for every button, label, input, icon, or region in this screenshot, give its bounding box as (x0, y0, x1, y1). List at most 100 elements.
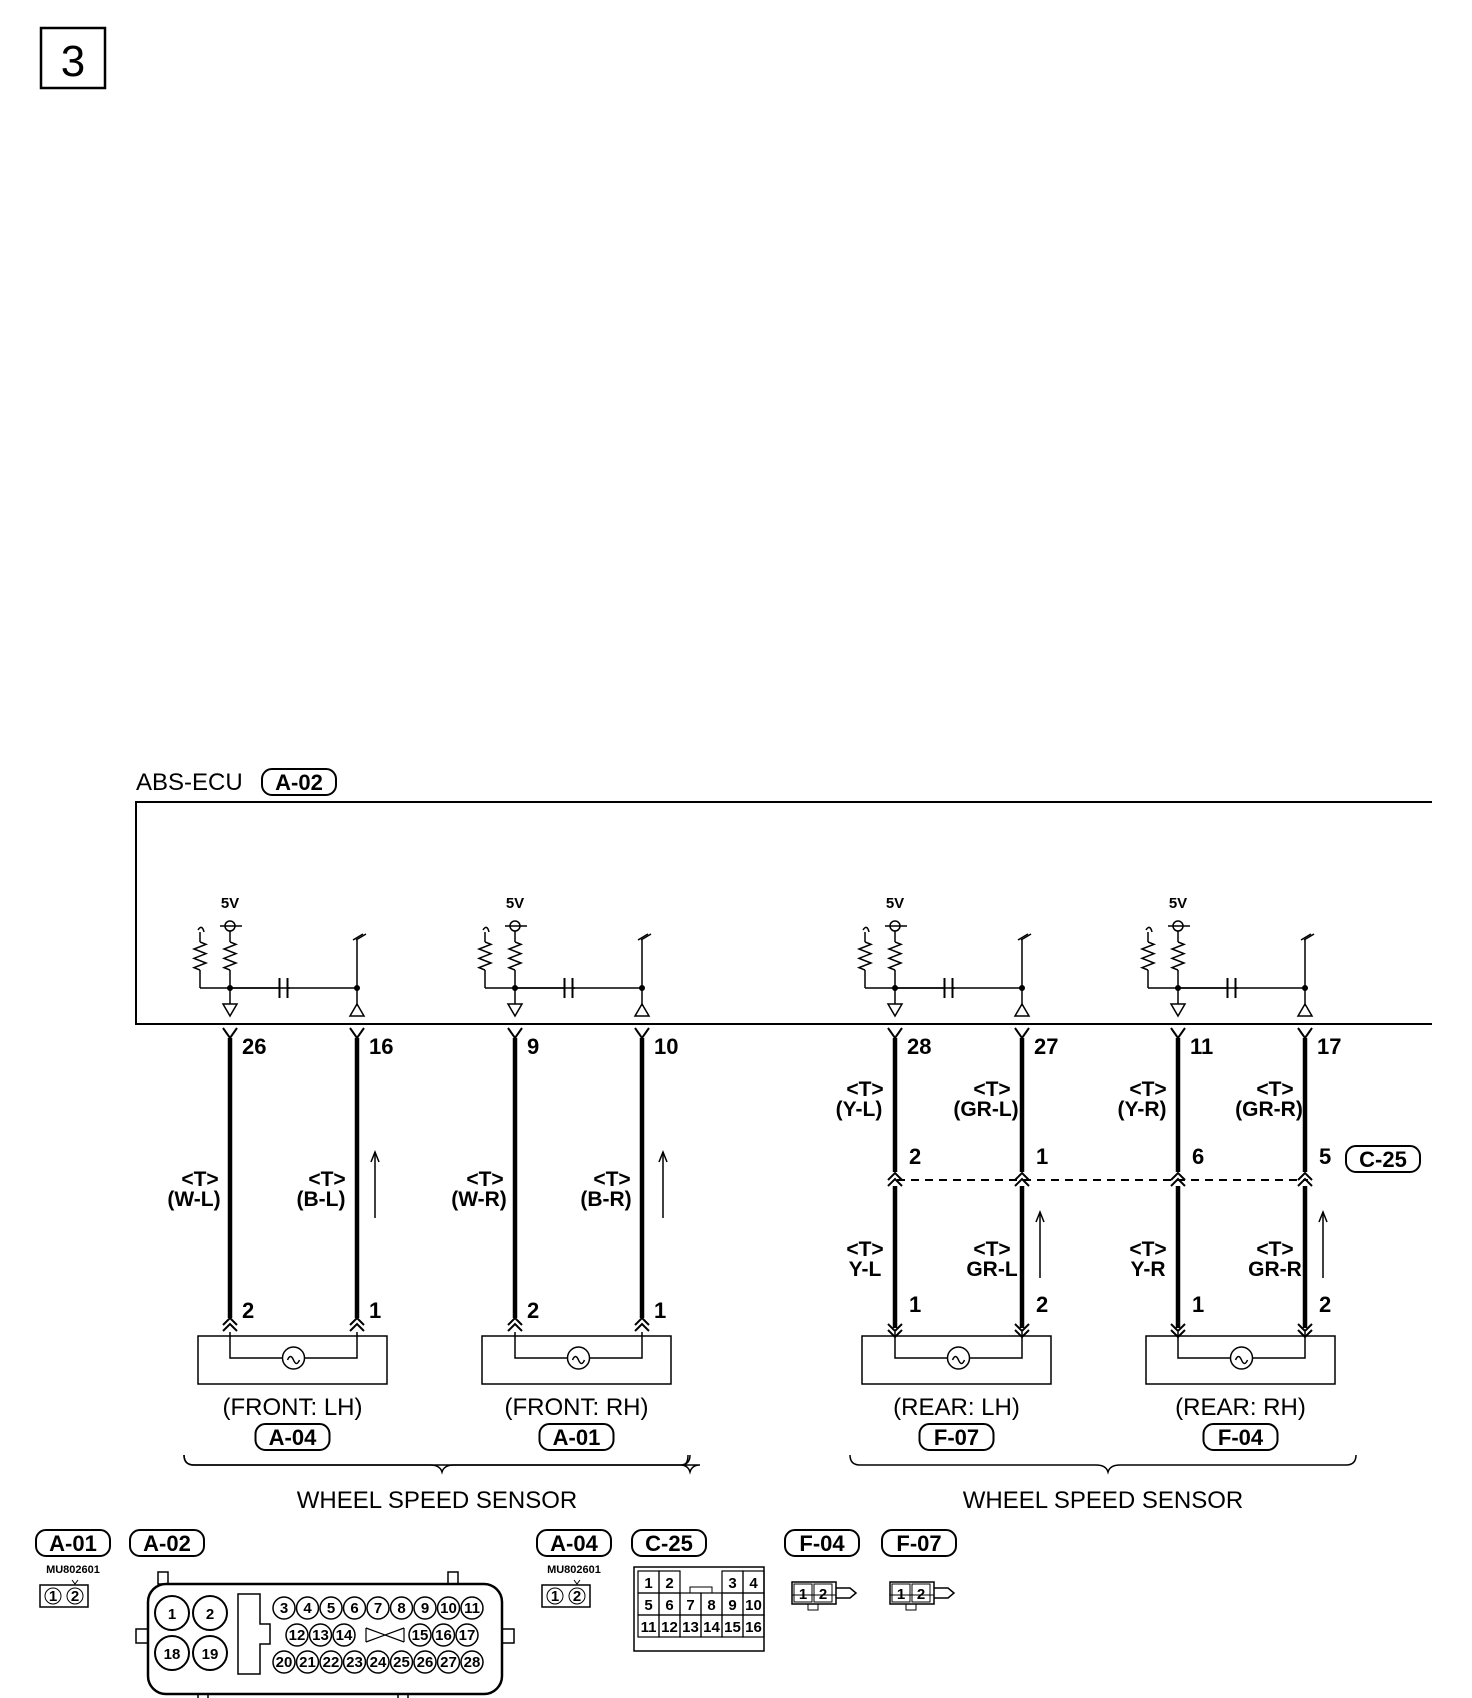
a02-signal-pin (460, 1650, 484, 1674)
current-arrow-head (370, 1149, 380, 1163)
pin-number: 5 (644, 1597, 652, 1614)
supply-5v-label: 5V (886, 895, 904, 912)
connector-chevron (1014, 1171, 1030, 1187)
pin-number: 13 (312, 1627, 329, 1644)
wheel-speed-sensors: (FRONT: LH)A-04(FRONT: RH)A-01(REAR: LH)… (197, 1332, 1336, 1451)
ecu-circuit-4: 5V (1139, 895, 1315, 1018)
view-badge (536, 1529, 612, 1557)
ecu-pin-connector (1014, 1027, 1030, 1040)
pin-number: 13 (682, 1619, 699, 1636)
wire-color-upper: (GR-L) (953, 1098, 1018, 1121)
pin-number: 3 (280, 1600, 288, 1617)
a02-power-pin (154, 1595, 190, 1631)
a02-signal-pin (295, 1650, 320, 1674)
ecu-pin-connector (634, 1027, 650, 1040)
wire-color-lower: GR-L (966, 1258, 1017, 1281)
sensor-3: (REAR: LH)F-07 (861, 1332, 1052, 1451)
ecu-connector-badge (261, 768, 337, 796)
wire-color: (B-R) (580, 1188, 631, 1211)
sine-icon (1234, 1355, 1249, 1365)
ground-triangle (633, 1002, 651, 1017)
view-code: A-01 (49, 1531, 97, 1556)
f-connector-foot (807, 1603, 819, 1611)
wire-tag: <T> (846, 1078, 883, 1101)
pin-cell (546, 1587, 564, 1605)
ground-triangle (1296, 1002, 1314, 1017)
wire-color-lower: Y-L (849, 1258, 882, 1281)
pin-number: 7 (686, 1597, 694, 1614)
connector-chevron (887, 1171, 903, 1187)
a02-tab (197, 1693, 209, 1698)
sensor-pin-number: 2 (1319, 1292, 1331, 1317)
wire-color-upper: (GR-R) (1235, 1098, 1303, 1121)
pin-number: 20 (276, 1654, 293, 1671)
front-brace (183, 1454, 691, 1475)
wire-color: (W-L) (167, 1188, 220, 1211)
current-arrow-head (1035, 1209, 1045, 1223)
pin-number: 12 (661, 1619, 678, 1636)
wire-color-upper: (Y-R) (1118, 1098, 1167, 1121)
supply-5v-label: 5V (1169, 895, 1187, 912)
two-pin-body (541, 1584, 591, 1608)
pin-cell (568, 1587, 586, 1605)
pullup-resistor (1169, 941, 1187, 971)
pin-cell (793, 1583, 813, 1603)
sensor-connector-label: F-04 (1218, 1425, 1264, 1450)
pin-number: 6 (665, 1597, 673, 1614)
rear-group-label: WHEEL SPEED SENSOR (963, 1487, 1244, 1514)
pin-number: 15 (412, 1627, 429, 1644)
pin-number: 4 (303, 1600, 312, 1617)
pin-cell (813, 1583, 833, 1603)
ecu-pin-number: 11 (1190, 1034, 1213, 1059)
sensor-coil (566, 1346, 591, 1370)
wire-tag: <T> (1129, 1238, 1166, 1261)
current-arrow-head (1318, 1209, 1328, 1223)
sensor-connector-label: F-07 (934, 1425, 979, 1450)
a02-signal-pin (436, 1650, 461, 1674)
pin-number: 7 (374, 1600, 382, 1617)
view-code: A-04 (550, 1531, 598, 1556)
c25-latch (689, 1586, 713, 1594)
a02-signal-pin (308, 1623, 333, 1647)
ground-mark (637, 933, 649, 941)
wire-tag: <T> (181, 1168, 218, 1191)
a02-signal-pin (455, 1623, 479, 1647)
sensor-connector-badge (254, 1423, 331, 1451)
a02-signal-pin (272, 1596, 296, 1620)
wire-tag: <T> (1256, 1238, 1293, 1261)
sensor-4: (REAR: RH)F-04 (1145, 1332, 1336, 1451)
ground-mark (1300, 933, 1312, 941)
pin-number: 3 (728, 1575, 736, 1592)
sine-icon (571, 1355, 586, 1365)
pin-cell (66, 1587, 84, 1605)
pin-number: 14 (336, 1627, 353, 1644)
junction-pin-number: 5 (1319, 1144, 1331, 1169)
ecu-pin-connector (507, 1027, 523, 1040)
input-triangle (886, 1003, 904, 1018)
view-badge (129, 1529, 205, 1557)
a02-signal-pin (319, 1650, 343, 1674)
ground-mark (355, 933, 367, 941)
supply-5v-label: 5V (506, 895, 524, 912)
wire-tag: <T> (846, 1238, 883, 1261)
pin-number: 11 (464, 1600, 480, 1617)
sensor-pin-number: 2 (527, 1298, 539, 1323)
pin-number: 1 (49, 1588, 57, 1605)
view-badge (631, 1529, 707, 1557)
bias-resistor (1139, 941, 1157, 971)
wire-tag: <T> (973, 1078, 1010, 1101)
junction-pin-number: 2 (909, 1144, 921, 1169)
lock-mark (573, 1579, 581, 1585)
input-triangle (506, 1003, 524, 1018)
view-code: F-07 (896, 1531, 941, 1556)
wire-tag: <T> (973, 1238, 1010, 1261)
wire-labels: 26<T>(W-L)216<T>(B-L)19<T>(W-R)210<T>(B-… (167, 1034, 1341, 1323)
sensor-body (861, 1335, 1052, 1385)
c25-badge (1345, 1145, 1421, 1173)
bias-resistor (476, 941, 494, 971)
connector-chevron (507, 1316, 523, 1332)
ground-mark (1303, 933, 1315, 941)
connector-chevron (222, 1316, 238, 1332)
wire-tag: <T> (593, 1168, 630, 1191)
